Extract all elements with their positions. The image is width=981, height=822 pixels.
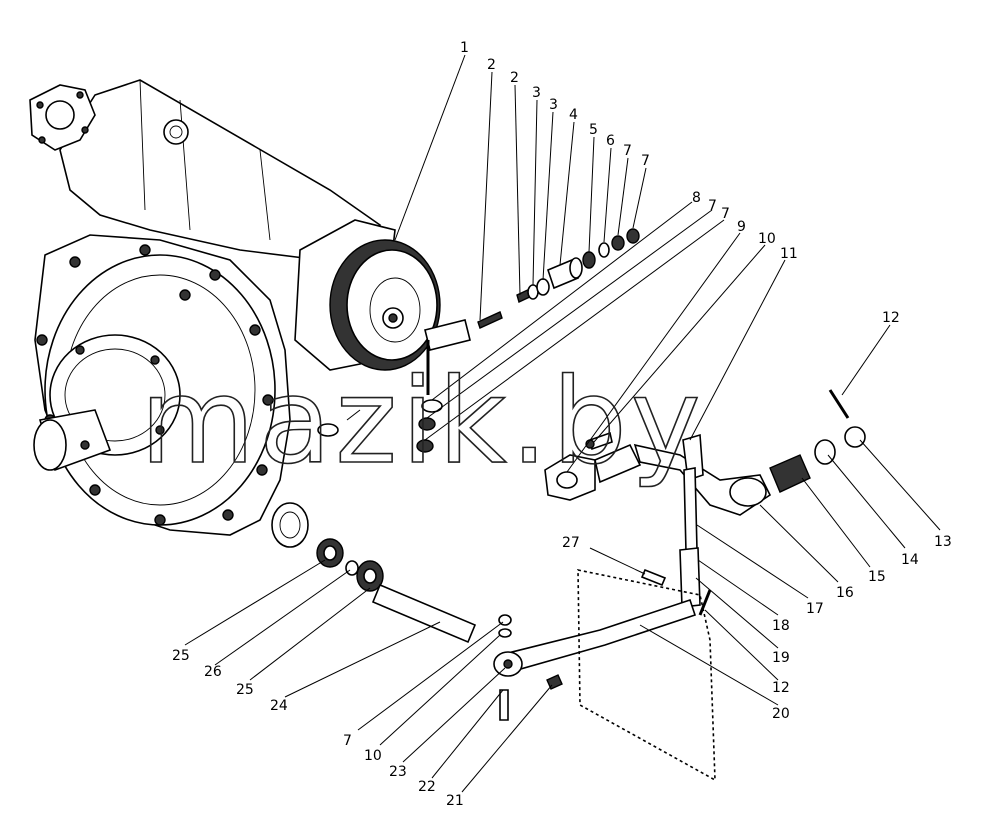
label-16: 16 xyxy=(836,585,854,601)
label-24: 24 xyxy=(270,698,288,714)
label-10b: 10 xyxy=(364,748,382,764)
label-5: 5 xyxy=(589,122,598,138)
brake-drum xyxy=(294,219,471,395)
label-8: 8 xyxy=(692,190,701,206)
label-3b: 3 xyxy=(549,97,558,113)
label-12a: 12 xyxy=(882,310,900,326)
label-7c: 7 xyxy=(708,198,717,214)
label-25b: 25 xyxy=(236,682,254,698)
leader-lines xyxy=(184,54,941,793)
label-2b: 2 xyxy=(510,70,519,86)
label-9: 9 xyxy=(737,219,746,235)
label-27: 27 xyxy=(562,535,580,551)
part-labels: 1 2 2 3 3 4 5 6 7 7 8 7 7 9 10 11 12 13 … xyxy=(172,40,952,809)
label-3a: 3 xyxy=(532,85,541,101)
label-12b: 12 xyxy=(772,680,790,696)
lever-assembly xyxy=(544,389,866,516)
label-26: 26 xyxy=(204,664,222,680)
flange-bolts xyxy=(36,244,274,526)
label-11: 11 xyxy=(780,246,798,262)
label-6: 6 xyxy=(606,133,615,149)
pedal-lever xyxy=(493,569,716,782)
label-23: 23 xyxy=(389,764,407,780)
label-21: 21 xyxy=(446,793,464,809)
label-19: 19 xyxy=(772,650,790,666)
label-13: 13 xyxy=(934,534,952,550)
gearbox-housing xyxy=(29,79,381,548)
washers-nuts xyxy=(317,399,443,453)
small-parts-row xyxy=(477,228,640,329)
label-7e: 7 xyxy=(343,733,352,749)
label-20: 20 xyxy=(772,706,790,722)
label-1: 1 xyxy=(460,40,469,56)
label-7b: 7 xyxy=(641,153,650,169)
label-7a: 7 xyxy=(623,143,632,159)
label-2a: 2 xyxy=(487,57,496,73)
label-18: 18 xyxy=(772,618,790,634)
label-14: 14 xyxy=(901,552,919,568)
watermark-text: mazik.by xyxy=(140,352,705,490)
label-7d: 7 xyxy=(721,206,730,222)
label-22: 22 xyxy=(418,779,436,795)
label-25a: 25 xyxy=(172,648,190,664)
shaft-bearings xyxy=(316,538,477,644)
label-10: 10 xyxy=(758,231,776,247)
label-4: 4 xyxy=(569,107,578,123)
label-17: 17 xyxy=(806,601,824,617)
label-15: 15 xyxy=(868,569,886,585)
